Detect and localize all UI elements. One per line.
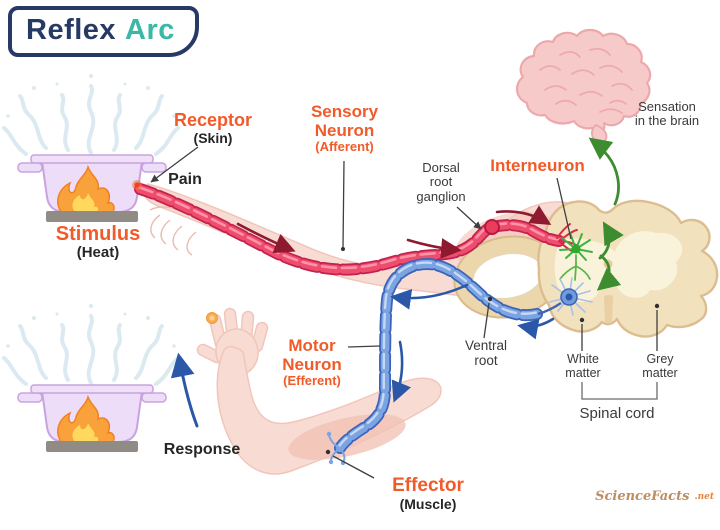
- watermark-name: ScienceFacts: [595, 489, 690, 504]
- label-sensation-in-brain: Sensation in the brain: [634, 99, 700, 129]
- motor-pointer: [347, 345, 381, 348]
- logo-word-reflex: Reflex: [26, 14, 117, 46]
- sensory-arrow-1: [236, 222, 296, 254]
- brain-gyri: [539, 47, 633, 114]
- sensory-arrow-3: [495, 205, 552, 226]
- label-receptor: Receptor (Skin): [173, 110, 253, 146]
- label-grey-matter: Grey matter: [642, 352, 678, 380]
- sciencefacts-watermark: ScienceFacts .net: [595, 489, 714, 504]
- pointer-lines: [150, 146, 658, 479]
- ventral-root-pointer: [483, 302, 490, 339]
- label-effector: Effector (Muscle): [392, 475, 464, 512]
- motor-neuron-cell: [537, 277, 593, 316]
- interneuron-pointer: [556, 177, 572, 240]
- reflex-arc-logo: Reflex Arc: [8, 6, 199, 57]
- brain-illustration: [516, 28, 652, 144]
- burn-mark-icon: [206, 312, 218, 324]
- label-response: Response: [163, 441, 241, 458]
- receptor-pointer: [150, 146, 199, 183]
- hand-touching-pot: [149, 206, 197, 256]
- watermark-tld: .net: [694, 491, 714, 502]
- dorsal-root-ganglion-dot: [484, 219, 500, 235]
- label-ventral-root: Ventral root: [464, 338, 508, 368]
- green-arrow-down: [596, 254, 622, 291]
- motor-arrow-3: [391, 340, 412, 403]
- label-motor-neuron: Motor Neuron (Efferent): [282, 336, 342, 389]
- response-arrow: [170, 352, 199, 428]
- label-interneuron: Interneuron: [490, 156, 585, 175]
- impulse-arrows: [170, 137, 624, 428]
- logo-word-arc: Arc: [125, 14, 175, 46]
- motor-arrow-2: [390, 283, 469, 310]
- sensory-arrow-2: [406, 238, 462, 259]
- motor-arrow-1: [517, 317, 555, 340]
- green-arrow-to-brain: [588, 137, 620, 206]
- spinal-cord-bracket: [581, 382, 658, 400]
- effector-pointer: [332, 455, 375, 479]
- label-spinal-cord: Spinal cord: [579, 405, 655, 422]
- dorsal-root-pointer: [456, 206, 482, 230]
- motor-neuron-path: [326, 257, 543, 466]
- sensory-pointer: [342, 160, 345, 248]
- label-pain: Pain: [168, 171, 202, 188]
- pointer-dots: [325, 247, 660, 455]
- label-white-matter: White matter: [565, 352, 601, 380]
- label-sensory-neuron: Sensory Neuron (Afferent): [310, 102, 379, 155]
- interneuron-cell: [559, 232, 593, 281]
- grey-matter-region: [554, 231, 683, 302]
- pain-point-icon: [132, 180, 142, 190]
- spinal-cord-illustration: [537, 199, 719, 338]
- label-stimulus: Stimulus (Heat): [55, 223, 141, 261]
- label-dorsal-root-ganglion: Dorsal root ganglion: [416, 160, 466, 204]
